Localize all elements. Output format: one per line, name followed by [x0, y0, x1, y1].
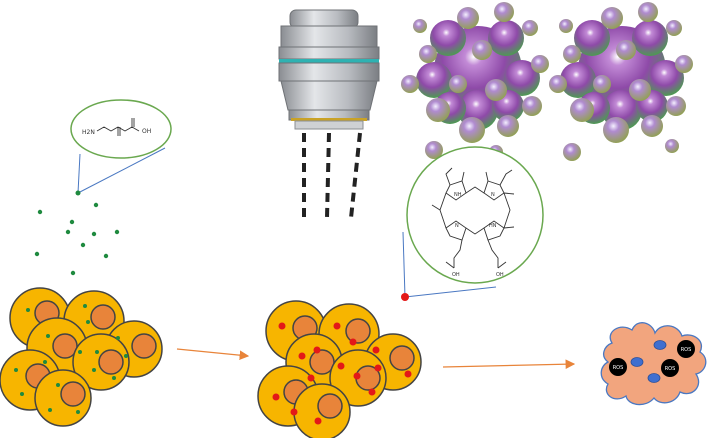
ros-label: ROS — [613, 365, 624, 371]
porphyrin-n-label-2: N — [455, 223, 459, 229]
photosensitizer-dots — [272, 322, 412, 425]
ala-structure — [96, 118, 140, 136]
nanoparticle-cluster-icon — [401, 2, 549, 159]
prodrug-dots — [34, 202, 120, 276]
porphyrin-structure — [431, 167, 515, 269]
callout-line — [77, 147, 166, 194]
nanoparticle-cluster-icon — [549, 2, 693, 161]
ala-molecule-callout: H2N OH — [70, 99, 172, 196]
dying-cell: ROS ROS ROS — [600, 322, 707, 406]
porphyrin-n-label-1: N — [491, 192, 495, 198]
cell-cluster-photosensitizer — [257, 300, 422, 438]
callout-dot — [401, 293, 409, 301]
organelles — [630, 340, 667, 383]
ros-label: ROS — [665, 366, 676, 372]
callout-line — [402, 231, 406, 298]
process-arrow — [176, 348, 250, 360]
cell-cluster-ala-uptake — [0, 287, 163, 427]
porphyrin-nh-label-1: NH — [454, 192, 462, 198]
porphyrin-acid-label-2: OH — [496, 272, 504, 278]
ros-label: ROS — [681, 347, 692, 353]
ros-species: ROS ROS ROS — [609, 340, 695, 377]
callout-line — [77, 153, 81, 194]
callout-line — [404, 286, 497, 298]
amine-label: H2N — [82, 129, 95, 136]
porphyrin-acid-label-1: OH — [452, 272, 460, 278]
light-beam — [302, 132, 362, 219]
cell — [72, 333, 130, 391]
callout-dot — [75, 190, 81, 196]
cluster-beads — [549, 2, 693, 161]
cell — [293, 383, 351, 438]
prodrug-dots — [14, 304, 128, 414]
acid-label: OH — [142, 128, 151, 135]
process-arrow — [442, 359, 576, 369]
porphyrin-molecule-callout: NH HN N N OH OH — [401, 146, 544, 301]
microscope-objective-icon — [278, 9, 380, 130]
cell — [34, 369, 92, 427]
porphyrin-nh-label-2: HN — [489, 223, 497, 229]
callout-circle — [406, 146, 544, 284]
cluster-beads — [401, 2, 549, 159]
